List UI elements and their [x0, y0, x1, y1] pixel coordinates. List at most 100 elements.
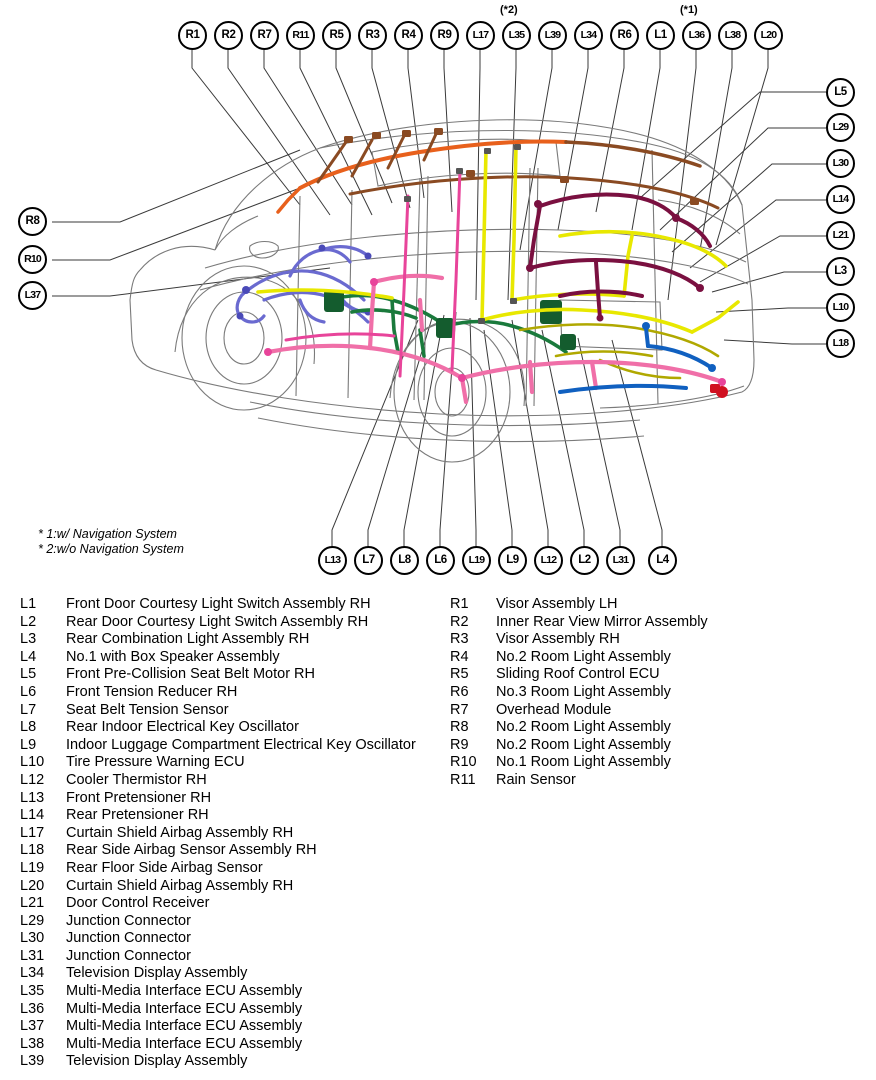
callout-bubble-r8[interactable]: R8: [18, 207, 47, 236]
callout-bubble-r5[interactable]: R5: [322, 21, 351, 50]
legend-description-l19: Rear Floor Side Airbag Sensor: [66, 859, 263, 876]
legend-description-l1: Front Door Courtesy Light Switch Assembl…: [66, 596, 371, 612]
callout-bubble-l31[interactable]: L31: [606, 546, 635, 575]
callout-bubble-l2[interactable]: L2: [570, 546, 599, 575]
callout-bubble-r6[interactable]: R6: [610, 21, 639, 50]
callout-bubble-l12[interactable]: L12: [534, 546, 563, 575]
leader-lines-right: [639, 91, 826, 345]
legend-code-r8: R8: [450, 719, 469, 736]
callout-bubble-l35[interactable]: L35: [502, 21, 531, 50]
callout-bubble-l39[interactable]: L39: [538, 21, 567, 50]
callout-bubble-l13[interactable]: L13: [318, 546, 347, 575]
rear-harness-maroon: [528, 192, 712, 320]
legend-code-l31: L31: [20, 947, 45, 964]
legend-code-l18: L18: [20, 842, 45, 859]
callout-bubble-l17[interactable]: L17: [466, 21, 495, 50]
callout-bubble-l30[interactable]: L30: [826, 149, 855, 178]
callout-bubble-l5[interactable]: L5: [826, 78, 855, 107]
roof-harness-orange: [276, 132, 720, 214]
legend-code-l12: L12: [20, 771, 45, 788]
callout-bubble-r11[interactable]: R11: [286, 21, 315, 50]
maroon-connectors: [526, 200, 704, 322]
callout-bubble-l6[interactable]: L6: [426, 546, 455, 575]
vehicle-body-outline: [129, 119, 755, 463]
legend-code-l19: L19: [20, 859, 45, 876]
callout-bubble-r2[interactable]: R2: [214, 21, 243, 50]
legend-code-r3: R3: [450, 631, 469, 648]
legend-description-r9: No.2 Room Light Assembly: [496, 736, 671, 753]
callout-bubble-r1[interactable]: R1: [178, 21, 207, 50]
callout-bubble-l7[interactable]: L7: [354, 546, 383, 575]
callout-bubble-l14[interactable]: L14: [826, 185, 855, 214]
callout-bubble-r10[interactable]: R10: [18, 245, 47, 274]
legend-description-l38: Multi-Media Interface ECU Assembly: [66, 1035, 303, 1052]
callout-bubble-l4[interactable]: L4: [648, 546, 677, 575]
callout-bubble-l1[interactable]: L1: [646, 21, 675, 50]
callout-bubble-l18[interactable]: L18: [826, 329, 855, 358]
legend-code-l13: L13: [20, 789, 45, 806]
legend-row: R9 No.2 Room Light Assembly: [450, 737, 708, 755]
callout-bubble-l3[interactable]: L3: [826, 257, 855, 286]
legend-code-l5: L5: [20, 666, 37, 683]
callout-bubble-r4[interactable]: R4: [394, 21, 423, 50]
legend-code-l7: L7: [20, 701, 37, 718]
legend-description-l8: Rear Indoor Electrical Key Oscillator: [66, 719, 299, 736]
legend-row: L1 Front Door Courtesy Light Switch Assem…: [20, 596, 416, 614]
callout-bubble-l8[interactable]: L8: [390, 546, 419, 575]
callout-bubble-l20[interactable]: L20: [754, 21, 783, 50]
legend-code-l30: L30: [20, 930, 45, 947]
callout-bubble-l9[interactable]: L9: [498, 546, 527, 575]
legend-description-l17: Curtain Shield Airbag Assembly RH: [66, 824, 294, 841]
callout-bubble-l21[interactable]: L21: [826, 221, 855, 250]
callout-bubble-r3[interactable]: R3: [358, 21, 387, 50]
floor-harness-pink: [265, 273, 725, 405]
legend-code-l1: L1: [20, 596, 37, 612]
callout-bubble-l10[interactable]: L10: [826, 293, 855, 322]
legend-description-r2: Inner Rear View Mirror Assembly: [496, 613, 708, 630]
legend-description-l10: Tire Pressure Warning ECU: [66, 754, 245, 771]
callout-bubble-l38[interactable]: L38: [718, 21, 747, 50]
legend-description-l13: Front Pretensioner RH: [66, 789, 212, 806]
roof-connectors: [344, 128, 699, 205]
legend-description-l29: Junction Connector: [66, 912, 191, 929]
legend-description-l35: Multi-Media Interface ECU Assembly: [66, 983, 303, 1000]
footnote-1: * 1:w/ Navigation System: [38, 527, 177, 541]
legend-code-l4: L4: [20, 648, 37, 665]
floor-harness-magenta: [284, 168, 462, 378]
rear-harness-yellow: [256, 144, 740, 334]
callout-bubble-l34[interactable]: L34: [574, 21, 603, 50]
callout-bubble-r9[interactable]: R9: [430, 21, 459, 50]
legend-description-l3: Rear Combination Light Assembly RH: [66, 631, 310, 648]
callout-bubble-r7[interactable]: R7: [250, 21, 279, 50]
callout-bubble-l37[interactable]: L37: [18, 281, 47, 310]
legend-code-l21: L21: [20, 895, 45, 912]
legend-description-r1: Visor Assembly LH: [496, 596, 618, 612]
footnote-marker-l35: (*2): [500, 4, 518, 16]
legend-description-l6: Front Tension Reducer RH: [66, 683, 238, 700]
legend-code-r9: R9: [450, 736, 469, 753]
legend-row: L19 Rear Floor Side Airbag Sensor: [20, 860, 416, 878]
callout-bubble-l36[interactable]: L36: [682, 21, 711, 50]
callout-bubble-l19[interactable]: L19: [462, 546, 491, 575]
instrument-panel-harness: [235, 245, 370, 324]
callout-bubble-l29[interactable]: L29: [826, 113, 855, 142]
legend-code-l36: L36: [20, 1000, 45, 1017]
legend-code-l39: L39: [20, 1053, 45, 1070]
